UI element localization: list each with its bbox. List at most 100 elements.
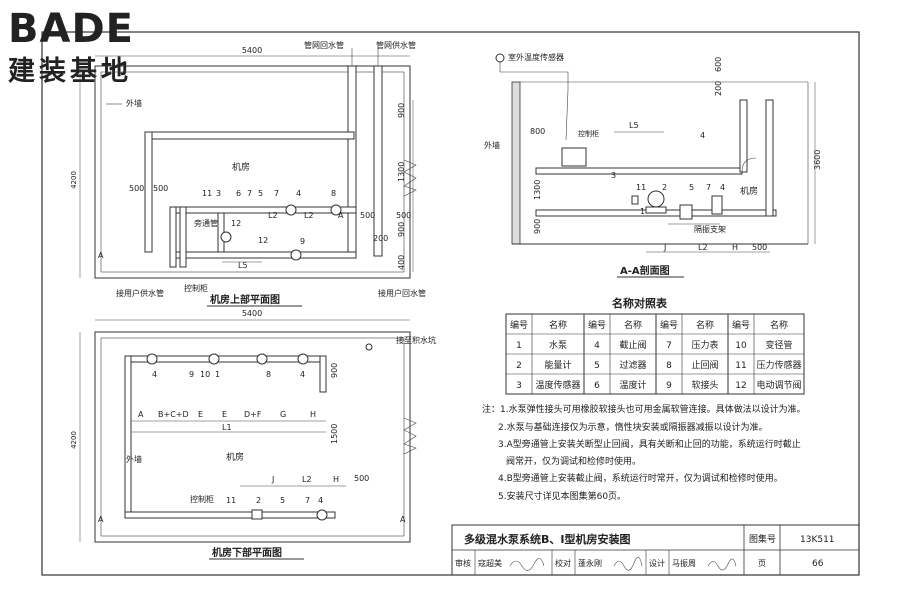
legend-header-cell: 编号 <box>660 319 678 331</box>
upper-top-pipe <box>147 131 355 140</box>
legend-title: 名称对照表 <box>612 296 668 310</box>
upper-dim-500a: 500 <box>129 184 144 193</box>
legend-cell: 电动调节阀 <box>756 379 801 391</box>
sheet-border <box>41 31 860 576</box>
lower-pump-4 <box>297 353 309 365</box>
upper-supply-pipe-label: 管网供水管 <box>376 40 416 50</box>
title-block-page-no: 66 <box>812 559 824 569</box>
upper-rdim-900a: 900 <box>397 103 406 118</box>
upper-section-a-right: A <box>338 211 344 220</box>
upper-dim-500d: 500 <box>396 211 411 220</box>
upper-user-return-pipe <box>179 206 187 268</box>
upper-supply-riser <box>373 65 383 257</box>
upper-dim-top: 5400 <box>242 46 262 55</box>
section-title: A-A剖面图 <box>620 264 670 277</box>
section-wall-label: 外墙 <box>484 140 500 150</box>
lower-letter-a: A <box>138 410 144 419</box>
section-num-4a: 4 <box>700 131 705 140</box>
note-3: 3.A型旁通管上安装关断型止回阀，具有关断和止回的功能，系统运行时截止 <box>498 438 801 450</box>
notes: 注：1.水泵弹性接头可用橡胶软接头也可用金属软管连接。具体做法以设计为准。 2.… <box>482 403 806 502</box>
upper-pump-2 <box>330 204 342 216</box>
legend-cell: 能量计 <box>544 359 571 371</box>
lower-dim-l2: L2 <box>302 475 312 484</box>
upper-user-supply-pipe <box>169 206 177 268</box>
legend-cell: 温度计 <box>619 379 646 391</box>
upper-rdim-400: 400 <box>397 255 406 270</box>
title-block-reviewer: 寇超美 <box>478 558 502 568</box>
upper-control-cabinet: 控制柜 <box>184 283 208 293</box>
lower-num-11: 11 <box>226 496 236 505</box>
section-valve <box>711 195 723 215</box>
upper-dim-l2b: L2 <box>304 211 314 220</box>
section-control-cabinet: 控制柜 <box>578 129 599 138</box>
title-block-checker: 蓬永刚 <box>578 558 602 568</box>
legend-cell: 温度传感器 <box>535 379 580 391</box>
upper-dim-500b: 500 <box>153 184 168 193</box>
upper-user-return: 接用户回水管 <box>378 288 426 298</box>
lower-wall-label: 外墙 <box>126 454 142 464</box>
lower-num-7: 7 <box>305 496 310 505</box>
reviewer-signature <box>509 558 545 571</box>
section-sensor-icon <box>495 53 505 63</box>
lower-dim-500: 500 <box>354 474 369 483</box>
legend-header-cell: 编号 <box>510 319 528 331</box>
upper-dim-l5: L5 <box>238 261 248 270</box>
note-4: 4.B型旁通管上安装截止阀，系统运行时常开，仅为调试和检修时使用。 <box>498 472 783 484</box>
lower-pump-2 <box>208 353 220 365</box>
section-dim-j: J <box>663 243 666 252</box>
upper-num-12b: 12 <box>258 236 268 245</box>
legend-cell: 过滤器 <box>619 359 646 371</box>
title-block-review-label: 审核 <box>455 558 471 568</box>
legend-cell: 9 <box>666 381 672 391</box>
lower-drain-pit <box>365 343 373 351</box>
upper-num-3: 3 <box>216 189 221 198</box>
upper-dim-500c: 500 <box>360 211 375 220</box>
section-riser-2 <box>765 99 774 217</box>
section-aa: 室外温度传感器 控制柜 隔振支架 外墙 机房 4 3 11 2 5 7 4 1 … <box>484 52 822 278</box>
logo-subtitle: 建装基地 <box>8 56 132 87</box>
section-support: 隔振支架 <box>694 224 726 234</box>
lower-num-9: 9 <box>189 370 194 379</box>
legend-cell: 12 <box>735 381 746 391</box>
upper-return-pipe-label: 管网回水管 <box>304 40 344 50</box>
upper-num-7: 7 <box>247 189 252 198</box>
upper-num-12: 12 <box>231 219 241 228</box>
lower-bottom-pipe <box>124 511 336 519</box>
note-5: 5.安装尺寸详见本图集第60页。 <box>498 490 626 502</box>
section-num-4b: 4 <box>720 183 725 192</box>
logo: BADE 建装基地 <box>8 6 133 87</box>
legend-cell: 压力表 <box>691 339 718 351</box>
lower-letter-df: D+F <box>244 410 262 419</box>
lower-dim-j: J <box>271 475 274 484</box>
section-filter <box>679 204 693 220</box>
section-energy-meter <box>631 195 639 205</box>
section-dim-l2: L2 <box>698 243 708 252</box>
lower-left-pipe <box>124 355 132 519</box>
legend-cell: 水泵 <box>549 339 567 351</box>
upper-bypass-valve <box>220 231 232 243</box>
lower-plan: 5400 4200 接至积水坑 4 9 10 1 8 4 A B+C+D E E… <box>70 309 436 560</box>
section-num-1: 1 <box>640 207 645 216</box>
title-block-check-label: 校对 <box>555 558 571 568</box>
lower-letter-h: H <box>310 410 316 419</box>
upper-pump-1 <box>285 204 297 216</box>
lower-dim-top: 5400 <box>242 309 262 318</box>
upper-section-a-left: A <box>98 251 104 260</box>
section-num-5: 5 <box>689 183 694 192</box>
section-dim-3600: 3600 <box>813 150 822 170</box>
upper-user-supply: 接用户供水管 <box>116 288 164 298</box>
lower-num-4: 4 <box>318 496 323 505</box>
section-dim-l5: L5 <box>629 121 639 130</box>
lower-door <box>403 417 417 455</box>
section-sensor-label: 室外温度传感器 <box>508 52 564 62</box>
upper-num-5: 5 <box>258 189 263 198</box>
lower-dim-l1: L1 <box>222 423 232 432</box>
upper-plan: 5400 4200 外墙 机房 管网回水管 管网供水管 11 3 6 7 5 <box>70 40 426 307</box>
upper-num-11: 11 <box>202 189 212 198</box>
lower-section-a-left: A <box>98 515 104 524</box>
title-block-designer: 马振周 <box>672 558 696 568</box>
legend-cell: 2 <box>516 361 522 371</box>
lower-room-label: 机房 <box>226 451 244 463</box>
lower-letter-e1: E <box>198 410 203 419</box>
